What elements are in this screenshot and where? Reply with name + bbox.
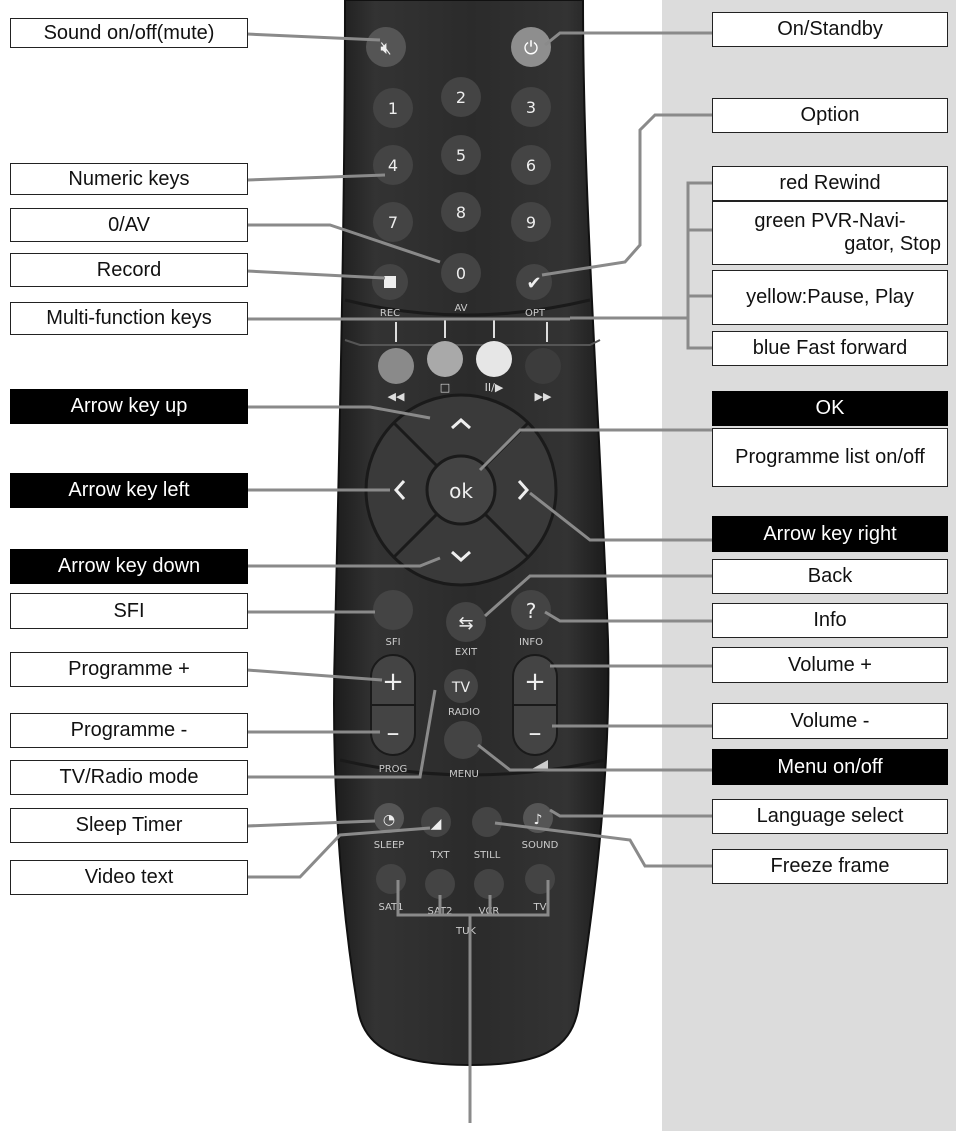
- label-volume-minus: Volume -: [712, 703, 948, 739]
- arrow-down-icon: [451, 550, 471, 563]
- txt-text: TXT: [430, 850, 451, 861]
- tv2-text: TV: [533, 902, 547, 913]
- digit-9: 9: [526, 213, 536, 232]
- sat2-text: SAT2: [427, 906, 452, 917]
- label-yellow-pause: yellow:Pause, Play: [712, 270, 948, 325]
- label-on-standby: On/Standby: [712, 12, 948, 47]
- back-icon: ⇆: [458, 613, 473, 634]
- label-programme-plus: Programme +: [10, 652, 248, 687]
- arrow-right-icon: [517, 480, 530, 500]
- exit-key: [446, 602, 486, 642]
- label-back: Back: [712, 559, 948, 594]
- prog-plus-icon: +: [382, 667, 404, 697]
- label-freeze-frame: Freeze frame: [712, 849, 948, 884]
- info-text: INFO: [519, 637, 543, 648]
- tv-key-text: TV: [451, 680, 471, 696]
- sfi-key: [373, 590, 413, 630]
- still-key: [472, 807, 502, 837]
- label-video-text: Video text: [10, 860, 248, 895]
- digit-5: 5: [456, 146, 466, 165]
- label-sleep-timer: Sleep Timer: [10, 808, 248, 843]
- digit-keys: [373, 77, 551, 293]
- yellow-key: [476, 341, 512, 377]
- check-icon: ✔: [526, 273, 541, 294]
- label-red-rewind: red Rewind: [712, 166, 948, 201]
- blue-key: [525, 348, 561, 384]
- rec-text: REC: [380, 308, 400, 319]
- label-info: Info: [712, 603, 948, 638]
- label-multi-function: Multi-function keys: [10, 302, 248, 335]
- label-sfi: SFI: [10, 593, 248, 629]
- arrow-up-icon: [451, 417, 471, 430]
- label-green-pvr-line1: green PVR-Navi-: [754, 210, 906, 232]
- label-mute: Sound on/off(mute): [10, 18, 248, 48]
- tv-key: [444, 669, 478, 703]
- green-key: [427, 341, 463, 377]
- label-arrow-down: Arrow key down: [10, 549, 248, 584]
- vol-plus-icon: +: [524, 667, 546, 697]
- language-icon: ♪: [534, 812, 543, 828]
- label-option: Option: [712, 98, 948, 133]
- label-volume-plus: Volume +: [712, 647, 948, 683]
- digit-8: 8: [456, 203, 466, 222]
- sat1-text: SAT1: [378, 902, 403, 913]
- label-tv-radio: TV/Radio mode: [10, 760, 248, 795]
- still-text: STILL: [474, 850, 501, 861]
- label-arrow-left: Arrow key left: [10, 473, 248, 508]
- digit-0: 0: [456, 264, 466, 283]
- power-key: [511, 27, 551, 67]
- digit-6: 6: [526, 156, 536, 175]
- prog-minus-icon: –: [387, 718, 400, 748]
- vcr-key: [474, 869, 504, 899]
- digit-2: 2: [456, 88, 466, 107]
- label-green-pvr: green PVR-Navi- gator, Stop: [712, 201, 948, 265]
- power-icon: ⏻: [524, 38, 538, 59]
- arrow-left-icon: [393, 480, 406, 500]
- label-programme-list: Programme list on/off: [712, 428, 948, 487]
- sfi-text: SFI: [385, 637, 400, 648]
- sound-text: SOUND: [522, 840, 559, 851]
- sleep-icon: ◔: [383, 812, 395, 828]
- exit-text: EXIT: [455, 647, 478, 658]
- digit-4: 4: [388, 156, 398, 175]
- vcr-text: VCR: [479, 906, 500, 917]
- vol-minus-icon: –: [529, 718, 542, 748]
- sleep-key: [374, 803, 404, 833]
- label-record: Record: [10, 253, 248, 287]
- label-zero-av: 0/AV: [10, 208, 248, 242]
- play-pause-icon: II/▶: [485, 381, 504, 394]
- sleep-text: SLEEP: [374, 840, 405, 851]
- digit-3: 3: [526, 98, 536, 117]
- label-language-select: Language select: [712, 799, 948, 834]
- label-ok: OK: [712, 391, 948, 426]
- label-programme-minus: Programme -: [10, 713, 248, 748]
- label-green-pvr-line2: gator, Stop: [844, 233, 941, 255]
- menu-text: MENU: [449, 769, 479, 780]
- txt-icon: ◢: [431, 816, 442, 832]
- red-key: [378, 348, 414, 384]
- sat2-key: [425, 869, 455, 899]
- menu-key: [444, 721, 482, 759]
- av-text: AV: [454, 303, 467, 314]
- digit-1: 1: [388, 99, 398, 118]
- radio-text: RADIO: [448, 707, 480, 718]
- opt-text: OPT: [525, 308, 546, 319]
- tv-select-key: [525, 864, 555, 894]
- digit-7: 7: [388, 213, 398, 232]
- label-menu: Menu on/off: [712, 749, 948, 785]
- info-key-symbol: ?: [526, 599, 537, 623]
- prog-text: PROG: [379, 764, 408, 775]
- ok-key-text: ok: [449, 479, 473, 503]
- label-numeric-keys: Numeric keys: [10, 163, 248, 195]
- tuk-text: TUK: [455, 926, 476, 937]
- label-arrow-up: Arrow key up: [10, 389, 248, 424]
- ok-key: [425, 454, 497, 526]
- label-blue-forward: blue Fast forward: [712, 331, 948, 366]
- rewind-icon: ◀◀: [388, 390, 405, 403]
- stop-icon: □: [440, 381, 450, 394]
- label-arrow-right: Arrow key right: [712, 516, 948, 552]
- fast-forward-icon: ▶▶: [535, 390, 552, 403]
- sat1-key: [376, 864, 406, 894]
- mute-icon: 🔇︎: [380, 38, 391, 59]
